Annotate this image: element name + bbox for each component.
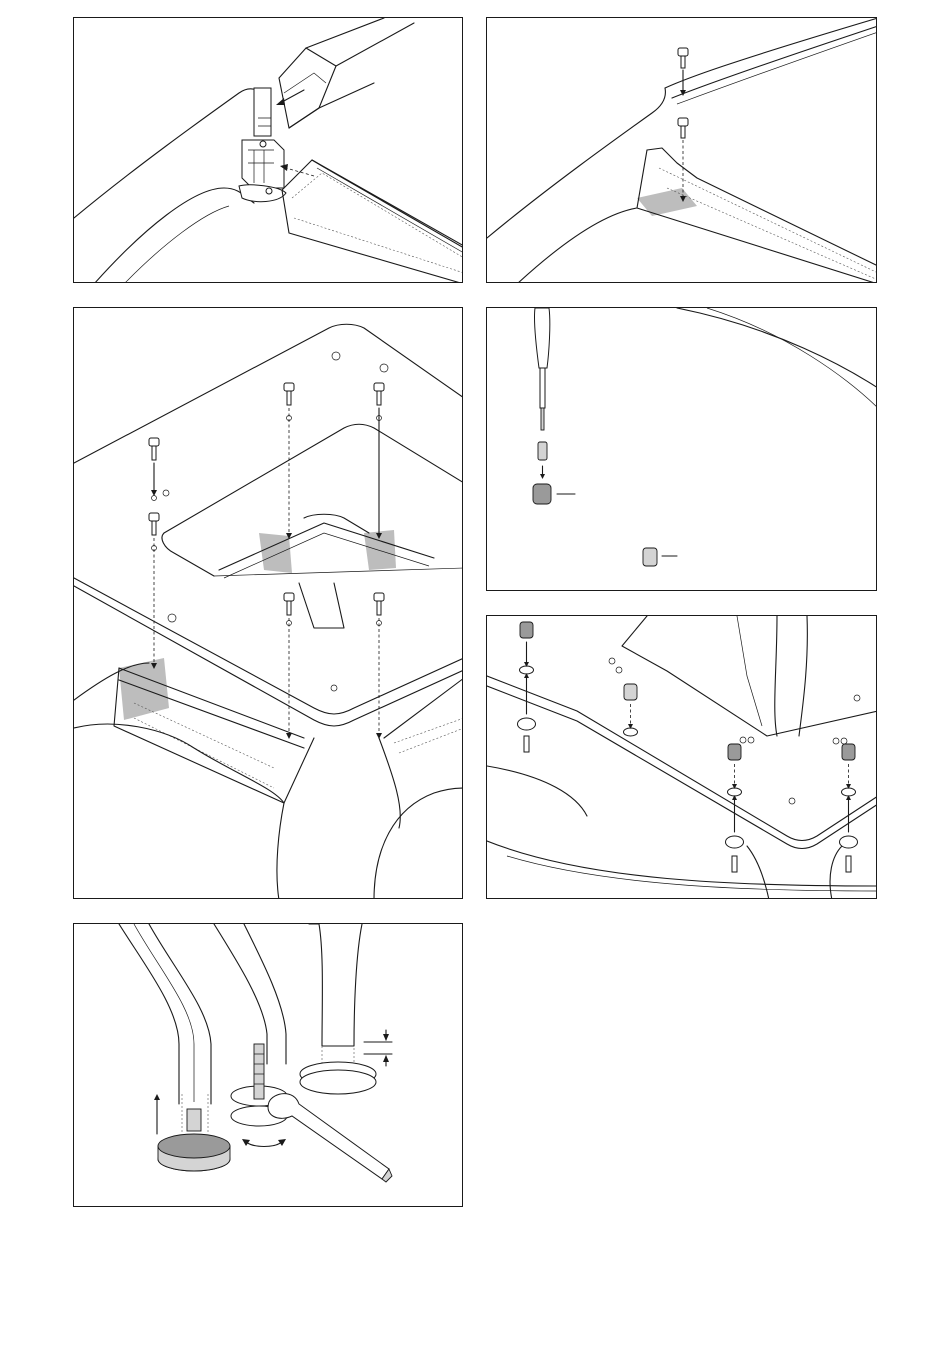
insert-nut-dark [533, 484, 551, 504]
step-5-panel [486, 615, 877, 899]
upper-rail [279, 18, 414, 128]
hex-key-and-insert-nuts-illustration [487, 308, 877, 591]
step-1-panel [73, 17, 463, 283]
top-plate-screw-fastening-illustration [74, 308, 463, 899]
corner-bracket [239, 88, 286, 202]
rail-screw-fastening-illustration [487, 18, 877, 283]
hex-key [534, 308, 549, 430]
set-screw [538, 442, 547, 460]
screw-lower [678, 118, 688, 138]
inner-frame [219, 514, 434, 628]
leveling-feet-wrench-adjustment-illustration [74, 924, 463, 1207]
step-4-panel [486, 307, 877, 591]
wrench [268, 1094, 392, 1182]
foot-right [300, 1062, 376, 1094]
screw-upper [678, 48, 688, 68]
gap-dimension [364, 1030, 392, 1066]
lower-rail [282, 160, 463, 283]
nut-set [520, 622, 856, 796]
foot-left [158, 1109, 230, 1171]
step-3-panel [73, 307, 463, 899]
step-6-panel [73, 923, 463, 1207]
insert-nuts-and-washer-screws-illustration [487, 616, 877, 899]
screw-set [149, 383, 384, 615]
leg-bracket-rail-insertion-illustration [74, 18, 463, 283]
insert-nut-light [643, 548, 657, 566]
step-2-panel [486, 17, 877, 283]
